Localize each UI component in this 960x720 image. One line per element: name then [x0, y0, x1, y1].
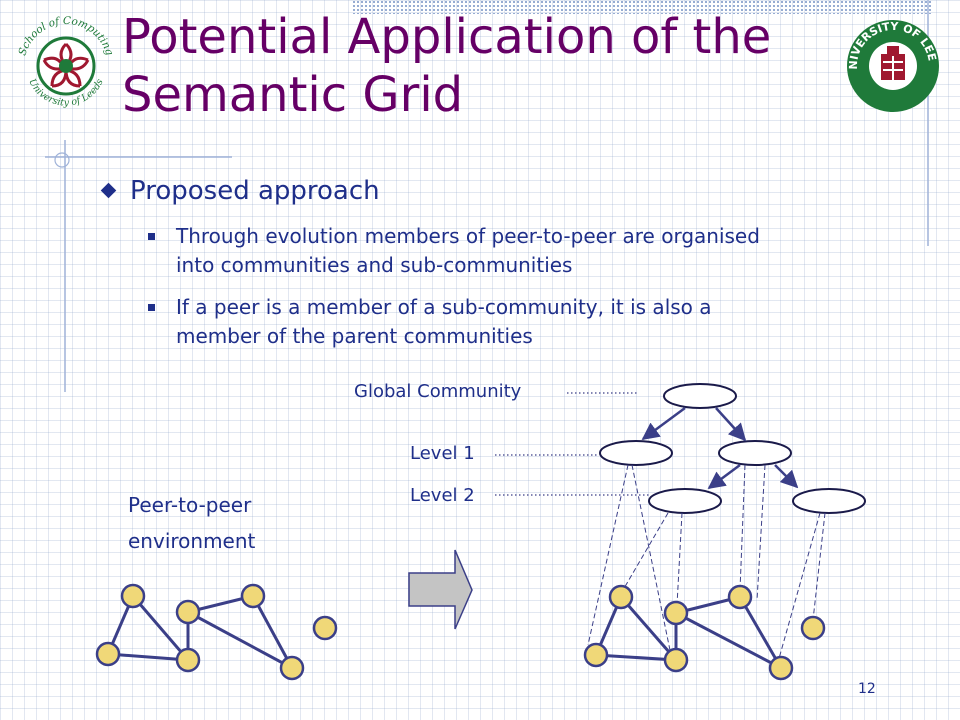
dotted-band — [352, 0, 932, 14]
left-network-nodes — [95, 583, 338, 681]
sub-bullet-2-line-1: If a peer is a member of a sub-community… — [176, 295, 712, 319]
peer-to-peer-environment-label: Peer-to-peer environment — [128, 487, 255, 559]
arrow-l1-to-l2-left — [707, 463, 741, 490]
sub-bullet-2: If a peer is a member of a sub-community… — [148, 293, 888, 351]
square-bullet-icon — [148, 233, 155, 240]
title-line-1: Potential Application of the — [122, 9, 772, 65]
label-level-1: Level 1 — [410, 443, 475, 464]
square-bullet-icon — [148, 304, 155, 311]
community-level2-right-ellipse — [792, 488, 866, 514]
sub-bullet-1-line-1: Through evolution members of peer-to-pee… — [176, 224, 760, 248]
transform-arrow-icon — [408, 549, 473, 630]
page-title: Potential Application of the Semantic Gr… — [122, 8, 842, 124]
sub-bullet-1-line-2: into communities and sub-communities — [176, 253, 573, 277]
env-line-2: environment — [128, 529, 256, 553]
arrow-l1-to-l2-right — [774, 464, 799, 489]
community-global-ellipse — [663, 383, 737, 409]
community-level1-right-ellipse — [718, 440, 792, 466]
arrow-global-to-l1-right — [715, 407, 747, 442]
sub-bullet-1: Through evolution members of peer-to-pee… — [148, 222, 888, 280]
sub-bullet-2-line-2: member of the parent communities — [176, 324, 533, 348]
community-level1-left-ellipse — [599, 440, 673, 466]
university-of-leeds-logo: UNIVERSITY OF LEEDS — [843, 16, 939, 112]
membership-lines — [587, 464, 826, 663]
community-level2-left-ellipse — [648, 488, 722, 514]
arrow-global-to-l1-left — [641, 406, 686, 441]
env-line-1: Peer-to-peer — [128, 493, 252, 517]
school-of-computing-logo: School of Computing University of Leeds — [17, 15, 116, 109]
title-line-2: Semantic Grid — [122, 67, 464, 123]
label-global-community: Global Community — [354, 381, 522, 402]
right-network-nodes — [583, 584, 826, 681]
main-bullet: Proposed approach — [100, 176, 380, 206]
main-bullet-text: Proposed approach — [130, 176, 380, 206]
label-level-2: Level 2 — [410, 485, 475, 506]
page-number: 12 — [858, 681, 876, 697]
